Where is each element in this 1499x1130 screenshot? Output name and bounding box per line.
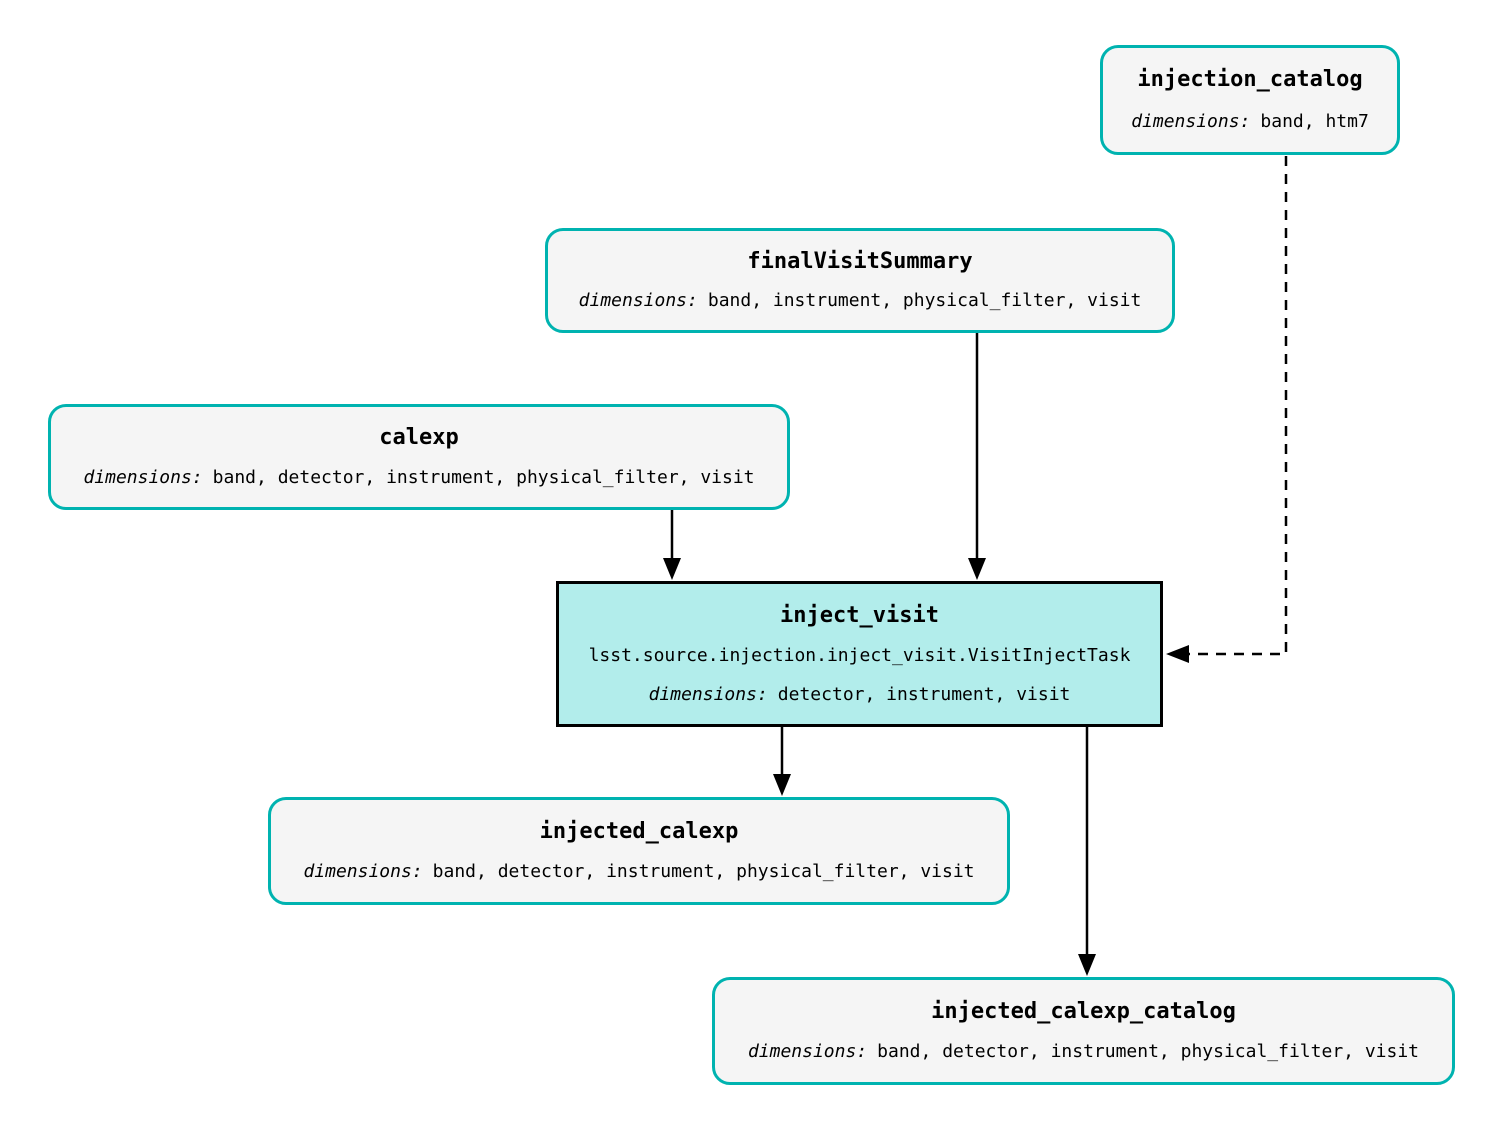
node-injected-calexp-dimensions: dimensions: band, detector, instrument, p… [303,863,974,881]
node-inject-visit: inject_visit lsst.source.injection.injec… [556,581,1163,727]
node-injected-calexp: injected_calexp dimensions: band, detecto… [268,797,1010,905]
node-injection-catalog: injection_catalog dimensions: band, htm7 [1100,45,1400,155]
dimensions-value: band, detector, instrument, physical_fil… [432,861,975,883]
dimensions-label: dimensions: [648,683,768,705]
node-final-visit-summary-title: finalVisitSummary [747,248,973,274]
dimensions-label: dimensions: [578,290,698,312]
node-injected-calexp-catalog-title: injected_calexp_catalog [931,998,1236,1024]
node-injected-calexp-catalog-dimensions: dimensions: band, detector, instrument, p… [748,1043,1419,1061]
dimensions-label: dimensions: [747,1041,868,1063]
node-calexp: calexp dimensions: band, detector, instru… [48,404,790,510]
node-calexp-dimensions: dimensions: band, detector, instrument, p… [83,469,754,487]
arrowhead-calexp-to-inject-visit [663,558,681,580]
node-inject-visit-dimensions: dimensions: detector, instrument, visit [648,683,1071,705]
dimensions-label: dimensions: [83,467,203,488]
node-injection-catalog-dimensions: dimensions: band, htm7 [1131,110,1369,132]
dimensions-value: band, instrument, physical_filter, visit [707,290,1142,312]
node-injected-calexp-title: injected_calexp [539,818,739,844]
dimensions-label: dimensions: [1131,110,1251,132]
dimensions-value: band, detector, instrument, physical_fil… [212,467,755,488]
dimensions-label: dimensions: [303,861,423,883]
node-inject-visit-task-class: lsst.source.injection.inject_visit.Visit… [588,645,1131,666]
node-final-visit-summary: finalVisitSummary dimensions: band, instr… [545,228,1175,333]
dimensions-value: detector, instrument, visit [777,683,1071,705]
arrowhead-inject-visit-to-injected-calexp-catalog [1078,954,1096,976]
edge-injection-catalog-to-inject-visit [1188,156,1288,656]
arrowhead-finalvisitsummary-to-inject-visit [968,558,986,580]
node-inject-visit-title: inject_visit [780,602,939,628]
node-injection-catalog-title: injection_catalog [1137,67,1363,93]
node-final-visit-summary-dimensions: dimensions: band, instrument, physical_fi… [579,292,1142,310]
dimensions-value: band, detector, instrument, physical_fil… [877,1041,1420,1063]
arrowhead-injection-catalog-to-inject-visit [1166,645,1189,663]
node-injected-calexp-catalog: injected_calexp_catalog dimensions: band,… [712,977,1455,1085]
dimensions-value: band, htm7 [1260,110,1369,132]
node-calexp-title: calexp [379,425,459,450]
arrowhead-inject-visit-to-injected-calexp [773,774,791,796]
